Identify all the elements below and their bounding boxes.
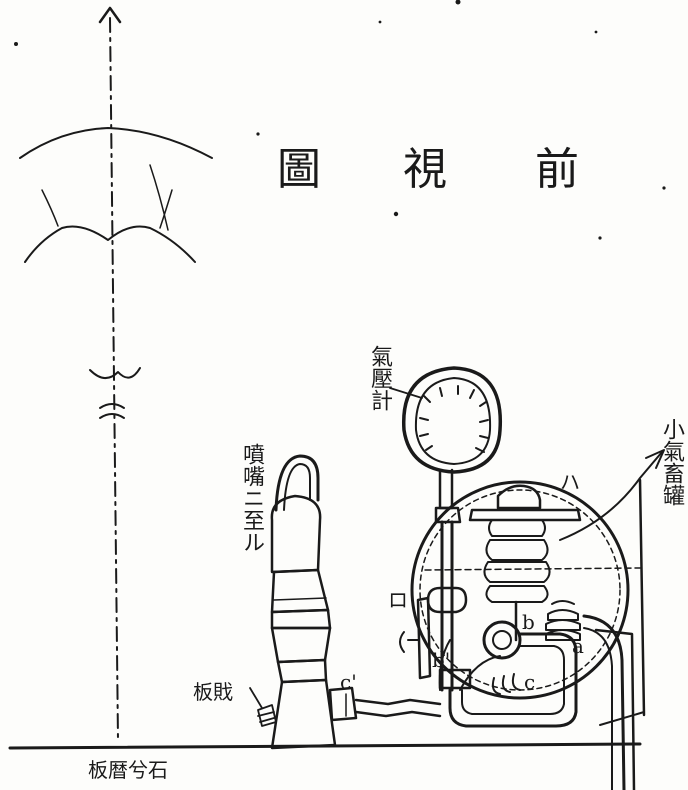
wall-line: [638, 478, 646, 717]
coil-c: [491, 673, 521, 695]
small-tank-label: 小氣畜罐: [659, 418, 684, 506]
pipe-b: [448, 620, 578, 728]
label-arrow: [559, 449, 665, 541]
leader-plate: [249, 687, 263, 709]
title-char-1: 前: [535, 144, 579, 195]
coil-a: [545, 600, 581, 641]
mark-c2: c': [340, 670, 357, 694]
mark-a: a: [572, 634, 584, 658]
title-char-3: 圖: [277, 144, 321, 195]
specks: [14, 0, 666, 240]
floor-label: 板暦兮石: [88, 758, 168, 782]
mark-b: b: [522, 610, 535, 634]
nozzle-label: 噴嘴ニ至ル: [239, 443, 264, 553]
plate-label: 板戝: [193, 680, 233, 704]
pipe-c2: [328, 686, 442, 722]
mark-ro: ロ: [388, 588, 408, 612]
plate: [257, 704, 277, 727]
nozzle-tower: [270, 454, 337, 750]
mark-c: c: [524, 670, 536, 694]
center-axis: [98, 6, 122, 741]
manometer-label: 氣壓計: [367, 345, 392, 411]
pipe-b2: [438, 639, 501, 691]
outlet-pipe: [582, 614, 636, 790]
title-char-2: 視: [403, 144, 447, 195]
mark-ha: ハ: [560, 470, 580, 494]
valve-ha: [468, 484, 582, 642]
wing-mark: [19, 127, 213, 419]
leader-manometer: [389, 387, 423, 399]
control-ro: [399, 596, 432, 680]
manometer-gauge: [402, 366, 503, 474]
mark-b2: b': [432, 648, 451, 672]
